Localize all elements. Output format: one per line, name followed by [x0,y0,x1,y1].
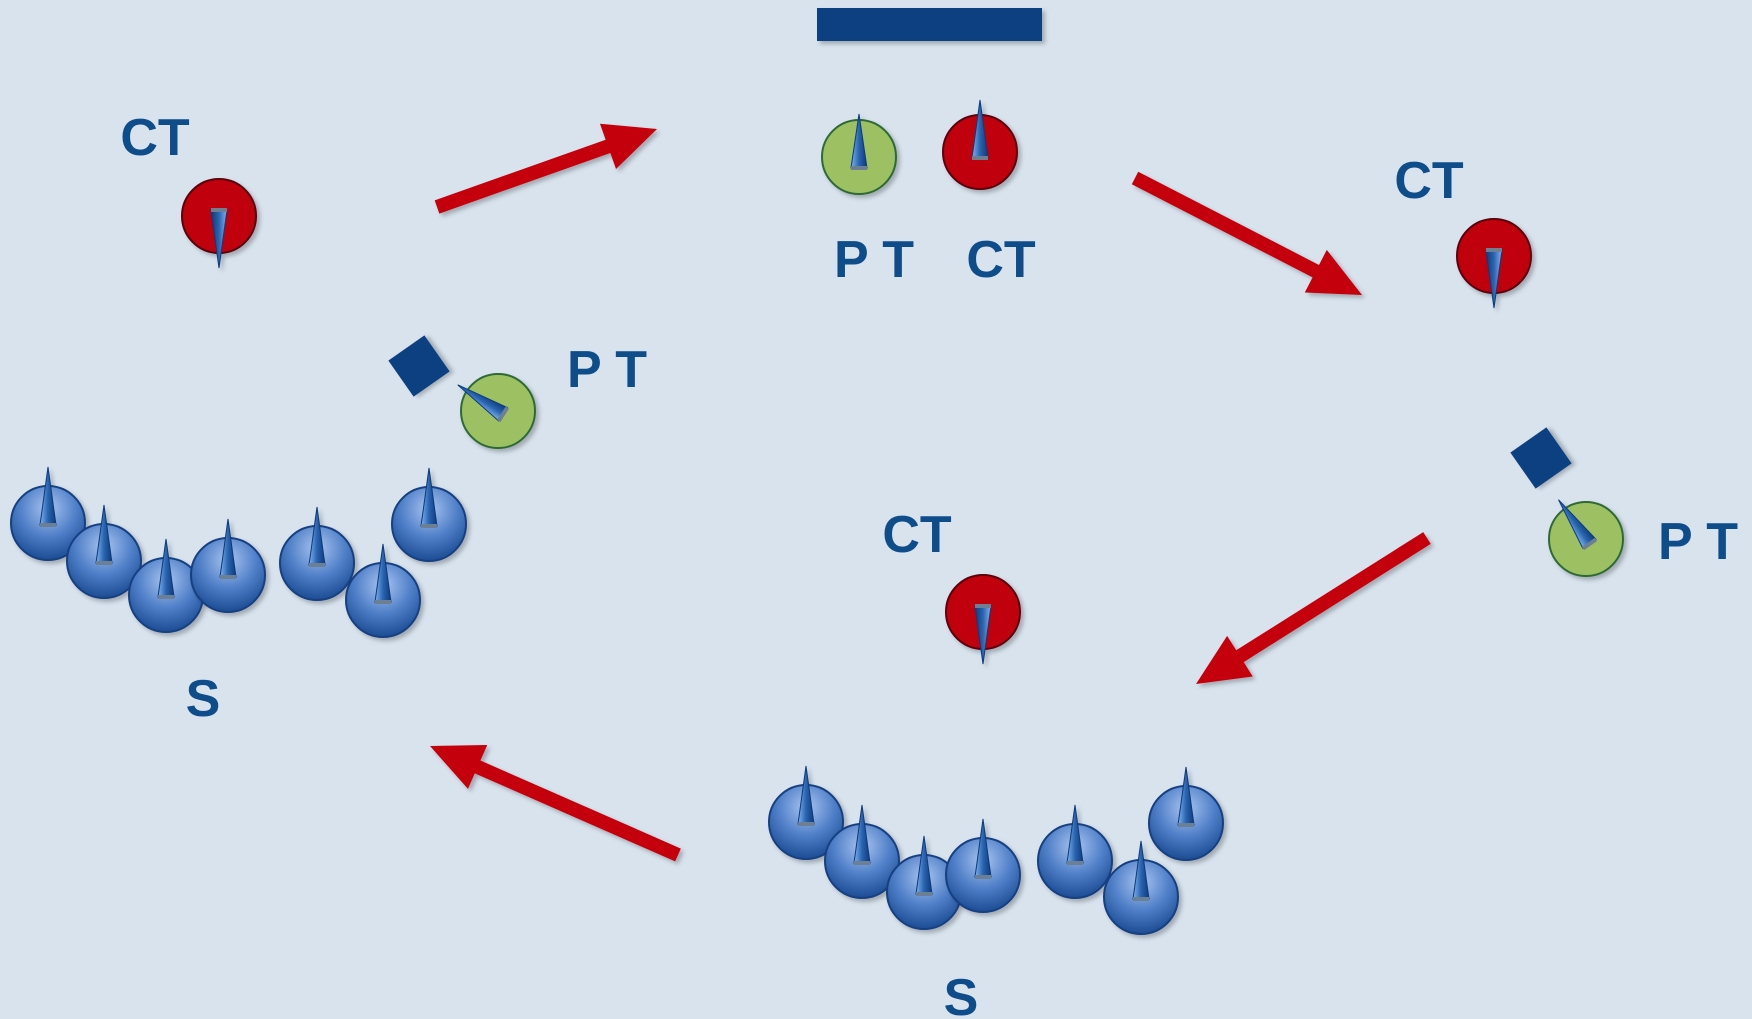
s-marker [128,538,204,633]
labels-layer: CT P T S P T CT CT P T CT S [120,109,1738,1019]
pt-marker [821,113,897,195]
spike-icon [374,543,392,604]
spike-icon [974,604,992,665]
s-marker [945,818,1021,913]
s-marker [10,466,86,561]
red-arrow-icon [1131,171,1362,295]
flow-arrows [430,123,1431,862]
spike-icon [219,518,237,579]
spike-icon [971,99,989,160]
s-marker [824,804,900,899]
spike-icon [974,818,992,879]
pt-marker [457,373,536,449]
spike-icon [420,467,438,528]
blue-square-icon [1510,427,1572,489]
pt-label-top-left: P T [567,341,647,399]
ct-marker [942,99,1018,190]
s-marker [1103,840,1179,935]
s-marker [66,504,142,599]
spike-icon [850,113,868,170]
spike-icon [915,835,933,896]
ct-marker [945,574,1021,665]
blue-square-icon [388,335,450,397]
s-marker [279,506,355,601]
ct-label-right: CT [1394,152,1464,210]
spike-icon [1485,248,1503,309]
shapes-layer [10,99,1624,935]
pt-label-right: P T [1658,513,1738,571]
s-marker [768,765,844,860]
spike-icon [1132,840,1150,901]
s-marker [345,543,421,638]
red-arrow-icon [1196,532,1431,684]
red-arrow-icon [434,123,657,214]
s-marker [190,518,266,613]
ct-marker [1456,218,1532,309]
ct-label-center: CT [882,506,952,564]
spike-icon [853,804,871,865]
spike-icon [1558,499,1598,551]
red-arrow-icon [430,744,681,862]
ct-marker [181,178,257,269]
spike-icon [797,765,815,826]
s-marker [1037,804,1113,899]
spike-icon [210,208,228,269]
spike-icon [39,466,57,527]
s-marker [1148,766,1224,861]
spike-icon [1066,804,1084,865]
ct-label-top-center: CT [966,231,1036,289]
spike-icon [1177,766,1195,827]
ct-label-top-left: CT [120,109,190,167]
s-label-bottom: S [944,969,979,1019]
pt-marker [1548,499,1624,577]
spike-icon [157,538,175,599]
spike-icon [308,506,326,567]
spike-icon [95,504,113,565]
top-bar [817,8,1042,41]
s-label-left: S [186,670,221,728]
pt-label-top-center: P T [834,231,914,289]
spike-icon [457,384,510,423]
s-marker [391,467,467,562]
